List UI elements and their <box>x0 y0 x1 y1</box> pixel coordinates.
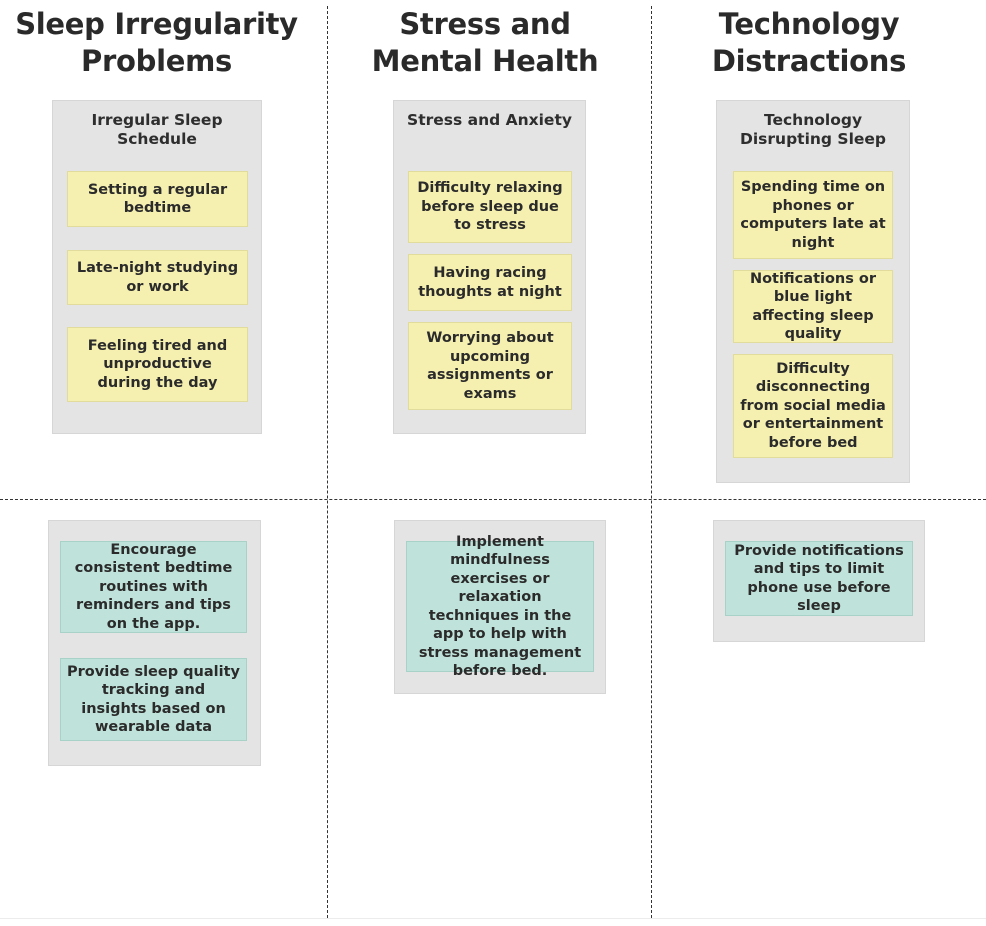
column-divider-2 <box>651 6 652 918</box>
column-divider-1 <box>327 6 328 918</box>
column-title-line: Stress and <box>399 7 571 41</box>
column-title-sleep-irregularity: Sleep Irregularity Problems <box>0 6 313 80</box>
solution-note[interactable]: Encourage consistent bedtime routines wi… <box>60 541 247 633</box>
sticky-note[interactable]: Having racing thoughts at night <box>408 254 572 311</box>
solution-panel-technology[interactable]: Provide notifications and tips to limit … <box>713 520 925 642</box>
column-title-line: Mental Health <box>371 44 599 78</box>
footer-border <box>0 918 986 919</box>
sticky-note[interactable]: Notifications or blue light affecting sl… <box>733 270 893 343</box>
sticky-note[interactable]: Late-night studying or work <box>67 250 248 305</box>
panel-title: Technology Disrupting Sleep <box>739 111 887 148</box>
panel-title: Irregular Sleep Schedule <box>91 111 223 148</box>
panel-title: Stress and Anxiety <box>407 111 572 129</box>
sticky-note[interactable]: Difficulty relaxing before sleep due to … <box>408 171 572 243</box>
column-title-line: Sleep Irregularity <box>15 7 298 41</box>
column-title-line: Technology <box>718 7 900 41</box>
sticky-note[interactable]: Feeling tired and unproductive during th… <box>67 327 248 402</box>
column-title-line: Distractions <box>711 44 907 78</box>
column-title-stress: Stress and Mental Health <box>329 6 641 80</box>
problem-panel-technology[interactable]: Technology Disrupting Sleep Spending tim… <box>716 100 910 483</box>
solution-panel-stress[interactable]: Implement mindfulness exercises or relax… <box>394 520 606 694</box>
column-title-technology: Technology Distractions <box>653 6 965 80</box>
solution-panel-sleep-irregularity[interactable]: Encourage consistent bedtime routines wi… <box>48 520 261 766</box>
problem-panel-stress-anxiety[interactable]: Stress and Anxiety Difficulty relaxing b… <box>393 100 586 434</box>
solution-note[interactable]: Provide sleep quality tracking and insig… <box>60 658 247 741</box>
sticky-note[interactable]: Difficulty disconnecting from social med… <box>733 354 893 458</box>
solution-note[interactable]: Implement mindfulness exercises or relax… <box>406 534 594 679</box>
solution-note[interactable]: Provide notifications and tips to limit … <box>725 541 913 616</box>
column-title-line: Problems <box>81 44 232 78</box>
sticky-note[interactable]: Setting a regular bedtime <box>67 171 248 227</box>
sticky-note[interactable]: Spending time on phones or computers lat… <box>733 171 893 259</box>
sticky-note[interactable]: Worrying about upcoming assignments or e… <box>408 322 572 410</box>
row-divider <box>0 499 986 500</box>
problem-panel-irregular-sleep[interactable]: Irregular Sleep Schedule Setting a regul… <box>52 100 262 434</box>
